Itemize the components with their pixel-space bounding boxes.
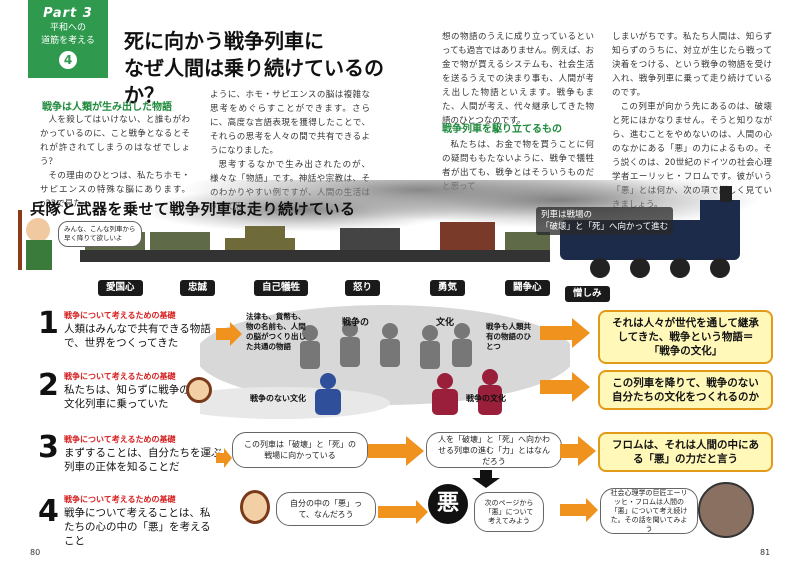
answer-3: フロムは、それは人間の中にある「悪」の力だと言う <box>598 432 773 472</box>
col1-para-1: 人を殺してはいけない、と誰もがわかっているのに、こと戦争となるとそれが許されてし… <box>40 115 190 167</box>
arrow-4b-icon <box>560 498 598 522</box>
answer-1: それは人々が世代を通して継承してきた、戦争という物語＝「戦争の文化」 <box>598 310 773 364</box>
section-heading-left: 戦争は人類が生み出した物語 <box>42 102 172 113</box>
girl-face-icon-2 <box>240 490 270 524</box>
part-tab: Part 3 平和への 道筋を考える 4 <box>28 0 108 78</box>
soldier-bubble-line-1: みんな、こんな列車から <box>64 225 136 233</box>
step-2-number: 2 <box>38 368 59 403</box>
shared-stories-caption: 法律も、貨幣も、物の名前も、人間の脳がつくり出した共通の物語 <box>246 312 306 351</box>
page-title: 死に向かう戦争列車に なぜ人間は乗り続けているのか？ <box>124 28 414 109</box>
section-heading-right: 戦争列車を駆り立てるもの <box>442 124 562 135</box>
train-note-line-1: 列車は戦場の <box>541 210 593 220</box>
arrow-3b-icon <box>560 436 596 466</box>
col4-para-1: しまいがちです。私たち人間は、知らず知らずのうちに、対立が生じたら戦って決着をつ… <box>612 32 772 98</box>
arrow-1-icon <box>540 318 590 348</box>
step-1-kicker: 戦争について考えるための基礎 <box>64 311 176 320</box>
arrow-3a-icon <box>368 436 424 466</box>
part-label: Part 3 <box>43 6 93 21</box>
car-label-self-sacrifice: 自己犠牲 <box>254 280 309 296</box>
car-label-loyalty: 忠誠 <box>180 280 216 296</box>
car-label-patriotism: 愛国心 <box>98 280 143 296</box>
soldier-bubble-line-2: 早く降りて欲しいよ <box>64 234 123 242</box>
step-1-text: 人類はみんなで共有できる物語で、世界をつくってきた <box>64 323 211 349</box>
title-line-1: 死に向かう戦争列車に <box>124 29 324 53</box>
page-number-right: 81 <box>760 548 771 557</box>
train-note-line-2: 「破壊」と「死」へ向かって進む <box>541 222 669 232</box>
arrow-down-icon <box>472 470 500 488</box>
war-culture-label: 戦争の文化 <box>466 394 506 403</box>
evil-kanji-badge: 悪 <box>428 484 468 524</box>
step-4-text: 戦争について考えることは、私たちの心の中の「悪」を考えること <box>64 507 211 547</box>
answer-2: この列車を降りて、戦争のない自分たちの文化をつくれるのか <box>598 370 773 410</box>
girl-face-icon <box>186 377 212 403</box>
part-subtitle-2: 道筋を考える <box>41 36 95 46</box>
bubble-next-page: 次のページから「悪」について考えてみよう <box>474 492 544 532</box>
page-number-left: 80 <box>30 548 41 557</box>
col3-para-1: 想の物語のうえに成り立っているといっても過言ではありません。例えば、お金で物が買… <box>442 32 594 126</box>
step-1-number: 1 <box>38 306 59 341</box>
step-4-number: 4 <box>38 494 59 529</box>
section-banner: 兵隊と武器を乗せて戦争列車は走り続けている <box>30 200 356 218</box>
step-3-kicker: 戦争について考えるための基礎 <box>64 435 176 444</box>
title-line-2: なぜ人間は乗り続けているのか？ <box>124 56 384 107</box>
bubble-inner-evil: 自分の中の「悪」って、なんだろう <box>276 492 376 526</box>
arrow-3-left-icon <box>216 448 232 468</box>
part-number-badge: 4 <box>59 51 77 69</box>
body-column-3: 想の物語のうえに成り立っているといっても過言ではありません。例えば、お金で物が買… <box>442 30 594 128</box>
body-column-1: 人を殺してはいけない、と誰もがわかっているのに、こと戦争となるとそれが許されてし… <box>40 113 190 211</box>
war-also-story-caption: 戦争も人類共有の物語のひとつ <box>486 322 531 351</box>
car-label-fighting-spirit: 闘争心 <box>505 280 550 296</box>
no-war-culture-label: 戦争のない文化 <box>250 394 306 403</box>
bubble-train-force: 人を「破壊」と「死」へ向かわせる列車の進む「力」とはなんだろう <box>426 432 562 468</box>
car-label-anger: 怒り <box>345 280 381 296</box>
train-note: 列車は戦場の 「破壊」と「死」へ向かって進む <box>536 207 674 235</box>
culture-label: 文化 <box>436 318 455 328</box>
part-subtitle-1: 平和への <box>49 23 86 33</box>
fromm-portrait-icon <box>698 482 754 538</box>
arrow-4a-icon <box>378 500 428 524</box>
bubble-train-destination: この列車は「破壊」と「死」の戦場に向かっている <box>232 432 368 468</box>
car-label-courage: 勇気 <box>430 280 466 296</box>
train-cars <box>80 222 550 262</box>
people-band-illustration <box>200 305 570 419</box>
col1-para-2: その理由のひとつは、私たちホモ・サピエンスの特殊な脳にあります。p22で見た <box>40 171 190 209</box>
step-4-kicker: 戦争について考えるための基礎 <box>64 495 176 504</box>
step-2-kicker: 戦争について考えるための基礎 <box>64 372 176 381</box>
step-2-text: 私たちは、知らずに戦争の文化列車に乗っていた <box>64 384 190 410</box>
step-3-number: 3 <box>38 430 59 465</box>
soldier-figure <box>18 210 52 270</box>
arrow-1-left-icon <box>216 322 242 346</box>
col2-para-1: ように、ホモ・サピエンスの脳は複雑な思考をめぐらすことができます。さらに、高度な… <box>210 90 370 156</box>
crowd-silhouettes <box>300 321 472 369</box>
car-label-hatred: 憎しみ <box>565 286 610 302</box>
step-3-text: まずすることは、自分たちを運ぶ列車の正体を知ることだ <box>64 447 222 473</box>
war-label: 戦争の <box>342 318 370 328</box>
bubble-fromm: 社会心理学の巨匠エーリッヒ・フロムは人間の「悪」について考え続けた。その話を聞い… <box>600 488 698 534</box>
soldier-speech-bubble: みんな、こんな列車から 早く降りて欲しいよ <box>58 221 142 247</box>
arrow-2-icon <box>540 372 590 402</box>
